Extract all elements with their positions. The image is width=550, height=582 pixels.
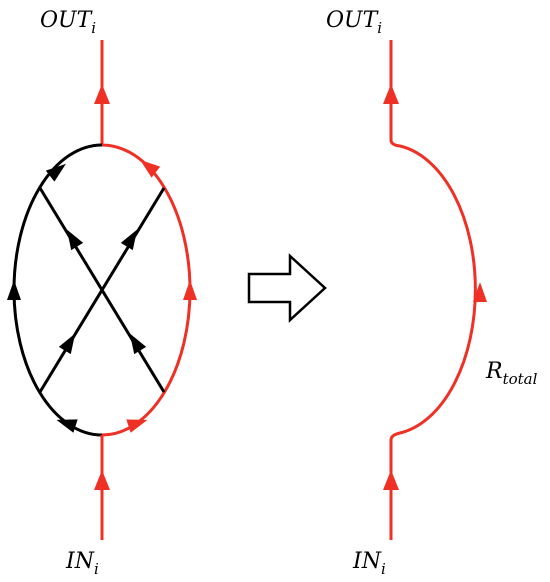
chord-b-arrow-1-icon bbox=[129, 333, 147, 355]
ellipse-right-arrow-icon bbox=[183, 280, 197, 300]
ellipse-top-left-arrow-icon bbox=[45, 163, 66, 182]
left-out-label: OUTi bbox=[40, 8, 96, 37]
right-total-path bbox=[389, 139, 477, 441]
right-diagram: OUTi Rtotal INi bbox=[326, 8, 538, 578]
right-path-arrow-icon bbox=[473, 282, 487, 302]
right-out-label: OUTi bbox=[326, 8, 382, 37]
right-input-arrow-icon bbox=[383, 470, 399, 490]
right-in-label: INi bbox=[352, 549, 386, 578]
left-diagram: OUTi INi bbox=[7, 8, 197, 578]
right-output-arrow-icon bbox=[383, 84, 399, 104]
left-ellipse-red-arc bbox=[101, 143, 192, 437]
chord-a-arrow-1-icon bbox=[58, 333, 76, 355]
ellipse-top-right-arrow-icon bbox=[140, 159, 161, 178]
chord-b-arrow-2-icon bbox=[66, 229, 84, 251]
ellipse-left-arrow-icon bbox=[7, 280, 21, 300]
left-chord-b bbox=[38, 187, 166, 393]
hollow-right-arrow-icon bbox=[247, 253, 327, 323]
left-in-label: INi bbox=[65, 549, 99, 578]
ellipse-bottom-left-arrow-icon bbox=[56, 419, 78, 433]
ellipse-bottom-right-arrow-icon bbox=[126, 419, 148, 433]
chord-a-arrow-2-icon bbox=[120, 229, 138, 251]
left-ellipse-black-arc bbox=[12, 143, 103, 437]
r-total-label: Rtotal bbox=[485, 359, 538, 388]
left-output-arrow-icon bbox=[94, 84, 110, 104]
left-input-arrow-icon bbox=[94, 470, 110, 490]
